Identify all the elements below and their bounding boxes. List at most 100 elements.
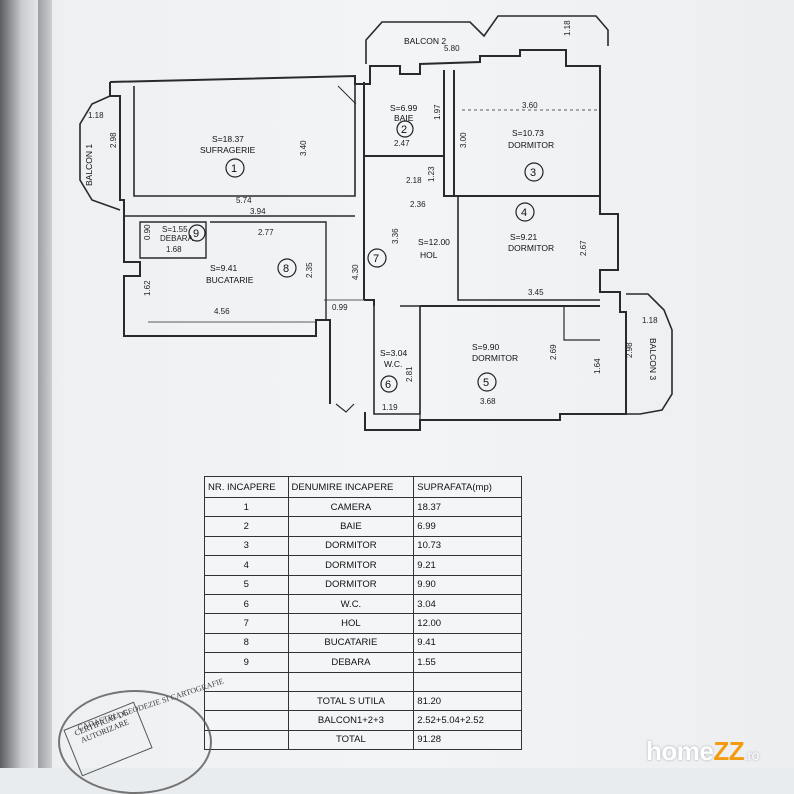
page-fold-shadow: [38, 0, 52, 768]
balcony-3-label: BALCON 3: [648, 338, 658, 380]
logo-part: home: [646, 736, 714, 766]
room-name: DORMITOR: [508, 243, 554, 253]
room-name-cell: DORMITOR: [287, 574, 415, 595]
room-area-cell: [413, 671, 522, 692]
column-header: SUPRAFATA(mp): [413, 476, 522, 498]
room-5: S=9.90 DORMITOR 5: [472, 342, 518, 392]
room-number: 4: [521, 207, 527, 219]
dim-label: 1.97: [433, 104, 442, 120]
dim-label: 3.00: [459, 132, 468, 148]
room-4: 4 S=9.21 DORMITOR: [508, 202, 554, 253]
room-number-cell: 6: [204, 593, 289, 615]
room-number-cell: 2: [204, 516, 289, 537]
room-area: S=9.90: [472, 342, 499, 352]
room-area-cell: 9.21: [413, 555, 522, 576]
room-number-cell: 5: [204, 574, 289, 595]
balcony-2-label: BALCON 2: [404, 36, 446, 46]
dim-label: 3.45: [528, 288, 544, 297]
room-1: S=18.37 SUFRAGERIE 1: [200, 134, 256, 178]
dim-label: 2.67: [579, 240, 588, 256]
room-name: DEBARA: [160, 234, 194, 243]
room-8: S=9.41 BUCATARIE 8: [206, 258, 297, 285]
room-area-cell: 10.73: [413, 535, 522, 557]
dim-label: 2.69: [549, 344, 558, 360]
column-header: NR. INCAPERE: [204, 476, 289, 498]
room-area-cell: 3.04: [413, 593, 522, 615]
logo-part: .ro: [744, 747, 759, 763]
room-area-cell: 18.37: [413, 496, 522, 518]
room-area-cell: 9.41: [413, 632, 522, 654]
room-6: S=3.04 W.C. 6: [380, 348, 407, 393]
dim-label: 4.56: [214, 307, 230, 316]
room-area: S=6.99: [390, 103, 417, 113]
dim-label: 1.18: [563, 20, 572, 36]
dim-label: 0.99: [332, 303, 348, 312]
logo-part: ZZ: [713, 736, 745, 766]
dim-label: 1.19: [382, 403, 398, 412]
room-number: 7: [373, 253, 379, 265]
room-area: S=9.41: [210, 263, 237, 273]
room-area: S=12.00: [418, 237, 450, 247]
room-name: DORMITOR: [508, 140, 554, 150]
room-2: S=6.99 BAIE 2: [390, 103, 417, 138]
room-number: 5: [483, 377, 489, 389]
dim-label: 1.62: [143, 280, 152, 296]
room-name-cell: DORMITOR: [287, 535, 415, 557]
dim-label: 1.23: [427, 166, 436, 182]
dim-label: 3.68: [480, 397, 496, 406]
room-name-cell: BAIE: [287, 516, 415, 537]
room-number-cell: 8: [204, 632, 289, 654]
room-number: 3: [530, 167, 536, 179]
room-9: S=1.55 DEBARA 9: [160, 224, 206, 243]
dim-label: 2.18: [406, 176, 422, 185]
room-name-cell: TOTAL S UTILA: [287, 690, 415, 712]
room-name: BAIE: [394, 113, 414, 123]
room-area: S=3.04: [380, 348, 407, 358]
room-7: S=12.00 HOL 7: [367, 237, 450, 268]
room-name-cell: TOTAL: [287, 729, 415, 751]
table-row: [204, 671, 522, 692]
room-name: BUCATARIE: [206, 275, 254, 285]
dim-label: 2.81: [405, 366, 414, 382]
room-area: S=1.55: [162, 225, 188, 234]
room-name: SUFRAGERIE: [200, 145, 256, 155]
room-name-cell: BALCON1+2+3: [287, 710, 415, 731]
room-area-cell: 2.52+5.04+2.52: [413, 710, 522, 731]
room-area-cell: 1.55: [413, 652, 522, 673]
room-number: 2: [401, 124, 407, 136]
room-number-cell: [204, 710, 289, 731]
room-area-cell: 9.90: [413, 574, 522, 595]
dim-label: 4.30: [351, 264, 360, 280]
room-number-cell: 1: [204, 496, 289, 518]
room-area-cell: 81.20: [413, 690, 522, 712]
room-number-cell: 3: [204, 535, 289, 557]
room-area: S=9.21: [510, 232, 537, 242]
room-area: S=18.37: [212, 134, 244, 144]
dim-label: 3.40: [299, 140, 308, 156]
room-number: 6: [385, 379, 391, 391]
floor-plan: 1.18 2.98 5.74 3.40 3.94 2.77 0.90 1.68 …: [79, 15, 673, 431]
column-header: DENUMIRE INCAPERE: [287, 476, 415, 498]
dim-label: 1.64: [593, 358, 602, 374]
room-area-cell: 12.00: [413, 613, 522, 634]
dim-label: 2.77: [258, 228, 274, 237]
room-number-cell: 9: [204, 652, 289, 673]
room-number-cell: [204, 729, 289, 751]
room-name-cell: W.C.: [287, 593, 415, 615]
outer-wall-west: [109, 82, 331, 404]
dim-label: 3.60: [522, 101, 538, 110]
room-number: 8: [283, 263, 289, 275]
room-3: S=10.73 DORMITOR 3: [508, 128, 554, 182]
room-name-cell: HOL: [287, 613, 415, 634]
room-name-cell: DORMITOR: [287, 555, 415, 576]
dim-label: 1.18: [642, 316, 658, 325]
room-number-cell: 4: [204, 555, 289, 576]
